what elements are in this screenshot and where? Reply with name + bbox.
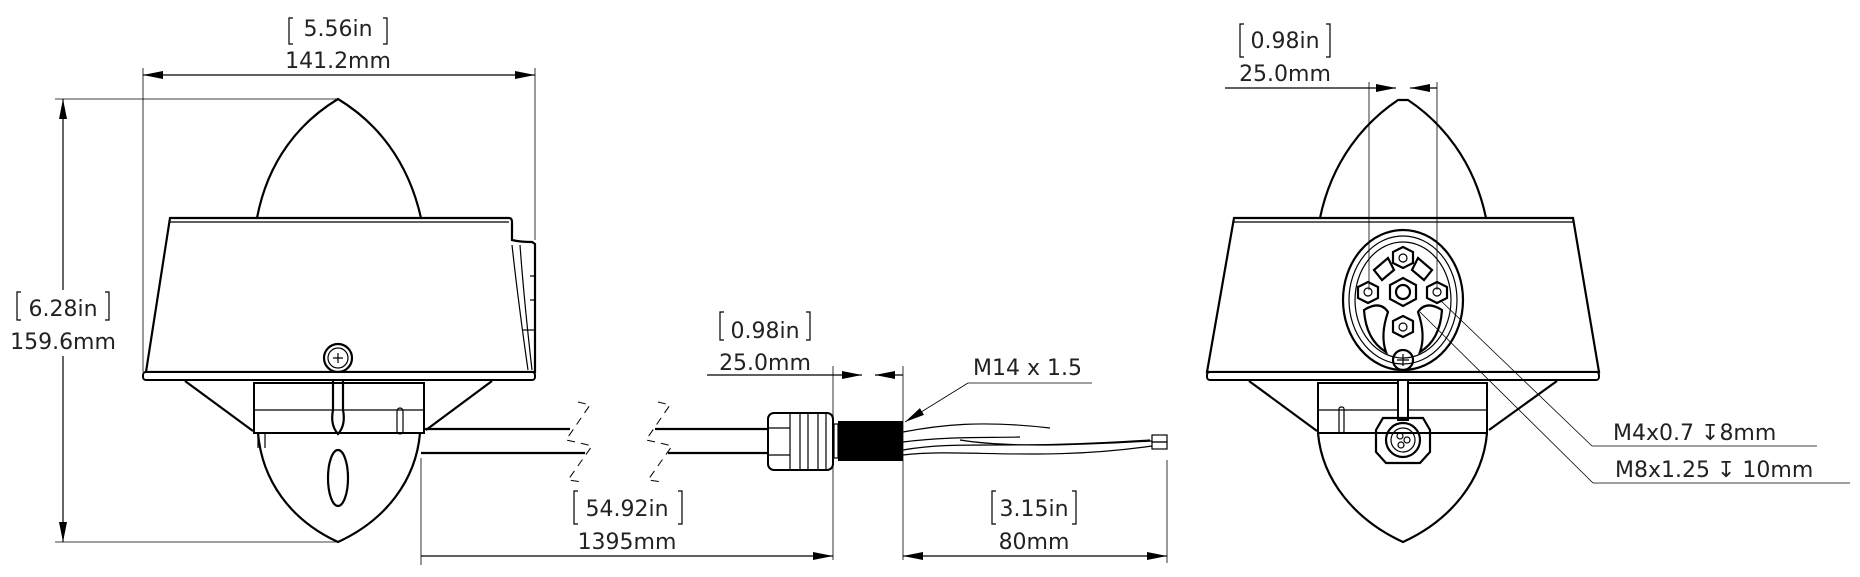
hex-nut [767,412,834,471]
lead-inch-label: 3.15in [999,497,1068,522]
m4-callout: M4x0.7 ↧8mm [1613,421,1776,446]
cable-connector [1374,416,1432,465]
center-hex [1388,276,1418,308]
spacing-mm-label: 25.0mm [1239,62,1331,87]
m4-holes [1356,245,1449,339]
top-dome [1318,98,1488,219]
spacing-inch-label: 0.98in [1250,29,1319,54]
body-housing [1205,216,1601,374]
lower-dome [1316,432,1489,544]
drop-window [326,448,350,508]
width-inch-label: 5.56in [303,17,372,42]
thread-callout: M14 x 1.5 [973,356,1082,381]
break-marks [565,401,673,483]
top-dome [255,97,423,219]
screw-icon [1391,348,1415,372]
threaded-fitting [838,421,903,461]
m8-hole [1394,283,1412,301]
mount-bracket [253,382,425,434]
depth-icon: ↧ [1717,458,1735,483]
width-mm-label: 141.2mm [285,49,391,74]
wire-leads [902,423,1168,456]
cable-inch-label: 54.92in [585,497,668,522]
rear-view: 0.98in 25.0mm M4x0.7 ↧8mm M8x1.25 ↧ 10mm [1205,23,1850,544]
cable-assembly: 0.98in 25.0mm M14 x 1.5 54.92in 1395mm 3… [420,311,1168,565]
body-band [1206,371,1600,381]
lead-mm-label: 80mm [999,530,1070,555]
height-mm-label: 159.6mm [10,330,116,355]
cable-mm-label: 1395mm [578,530,677,555]
side-view: 5.56in 141.2mm 6.28in 159.6mm [10,17,537,544]
body-housing [144,216,537,374]
m8-callout: M8x1.25 ↧ 10mm [1615,458,1813,483]
body-band [142,371,536,381]
height-inch-label: 6.28in [28,297,97,322]
nut-mm-label: 25.0mm [719,351,811,376]
mounting-plate [1341,228,1465,372]
nut-inch-label: 0.98in [730,319,799,344]
screw-icon [322,342,354,374]
depth-icon: ↧ [1701,421,1719,446]
